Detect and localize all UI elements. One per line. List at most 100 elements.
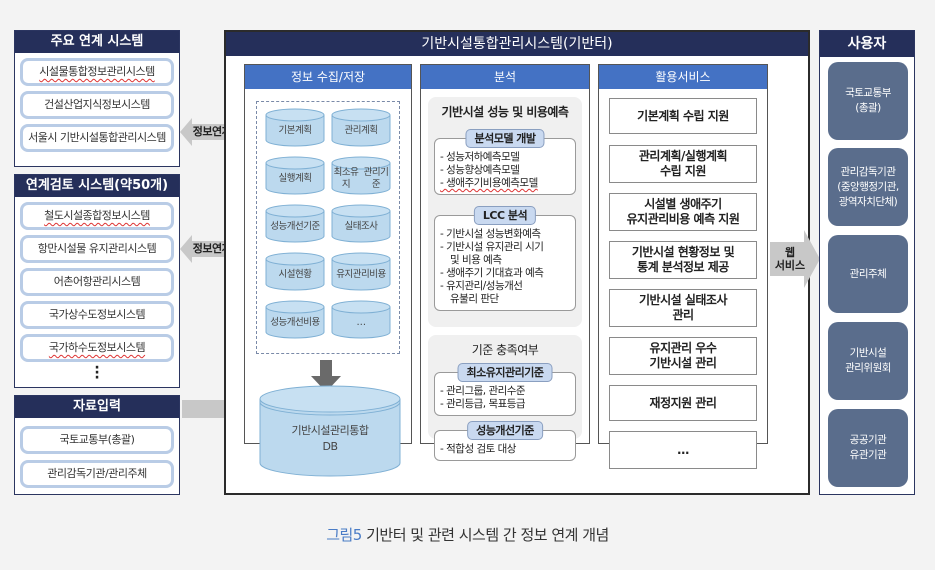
- service-item: 기본계획 수립 지원: [609, 98, 757, 134]
- review-system-item: 어촌어항관리시스템: [20, 268, 174, 296]
- data-store-label-line: 시설현황: [278, 269, 312, 280]
- main-linked-systems-title: 주요 연계 시스템: [15, 31, 179, 53]
- review-system-label: 어촌어항관리시스템: [53, 275, 141, 288]
- cylinder-icon: [331, 108, 391, 147]
- data-input-item: 국토교통부(총괄): [20, 426, 174, 454]
- data-store-cylinder: 실행계획: [265, 155, 325, 195]
- web-service-label-line: 서비스: [774, 259, 806, 272]
- service-item-label-line: 시설별 생애주기: [644, 197, 722, 211]
- caption-text: 기반터 및 관련 시스템 간 정보 연계 개념: [361, 526, 609, 544]
- user-card: 국토교통부(총괄): [828, 62, 908, 140]
- data-store-cylinder: …: [331, 299, 391, 339]
- bullet-line: - 유지관리/성능개선: [440, 280, 523, 292]
- cylinder-icon: [331, 156, 391, 195]
- data-store-label-line: 성능개선: [270, 317, 304, 328]
- user-card-label: 국토교통부(총괄): [845, 86, 891, 116]
- collect-store-title: 정보 수집/저장: [245, 65, 411, 89]
- info-link-label: 정보연계: [192, 125, 232, 138]
- data-store-label-line: 기본계획: [278, 125, 312, 136]
- min-maintenance-standard-box: 최소유지관리기준 - 관리그룹, 관리수준 - 관리등급, 목표등급: [434, 363, 576, 416]
- data-input-panel: 자료입력 국토교통부(총괄) 관리감독기관/관리주체: [14, 395, 180, 495]
- service-item-label: 재정지원 관리: [650, 396, 717, 411]
- service-item-label-line: 기반시설 실태조사: [639, 293, 728, 307]
- linked-system-item: 건설산업지식정보시스템: [20, 91, 174, 119]
- group-title: 기준 충족여부: [471, 343, 539, 357]
- data-store-label-line: 유지관리: [336, 269, 370, 280]
- down-arrow-icon: [311, 360, 341, 392]
- group-title: 기반시설 성능 및 비용예측: [441, 105, 569, 119]
- performance-improvement-standard-tag: 성능개선기준: [467, 421, 543, 440]
- performance-cost-prediction-group: 기반시설 성능 및 비용예측 분석모델 개발 - 성능저하예측모델 - 성능향상…: [428, 97, 582, 327]
- user-card-label-line: (중앙행정기관,: [837, 180, 899, 193]
- users-title: 사용자: [820, 31, 914, 57]
- service-item-label-line: 관리: [672, 308, 694, 322]
- bullet-line: - 생애주기비용예측모델: [440, 177, 538, 189]
- user-card-label-line: 관리감독기관: [840, 165, 896, 178]
- cylinder-icon: [331, 252, 391, 291]
- db-label-line: 기반시설관리통합: [291, 424, 369, 437]
- utilization-service-title: 활용서비스: [599, 65, 767, 89]
- service-item-label-line: 기반시설 관리: [649, 356, 717, 370]
- data-store-label-line: 비용: [369, 269, 386, 280]
- linked-system-label: 서울시 기반시설통합관리시스템: [28, 131, 166, 144]
- bullet-line: - 성능향상예측모델: [440, 164, 520, 176]
- bullet-line: 및 비용 예측: [450, 254, 502, 266]
- service-item-label-line: 기반시설 현황정보 및: [631, 245, 735, 259]
- user-card: 관리주체: [828, 235, 908, 313]
- performance-improvement-standard-box: 성능개선기준 - 적합성 검토 대상: [434, 421, 576, 461]
- bullet-line: - 기반시설 성능변화예측: [440, 228, 541, 240]
- data-input-label: 국토교통부(총괄): [59, 433, 135, 446]
- analysis-model-box: 분석모델 개발 - 성능저하예측모델 - 성능향상예측모델 - 생애주기비용예측…: [434, 129, 576, 195]
- service-item-label-line: …: [677, 442, 689, 457]
- bullet-line: - 성능저하예측모델: [440, 151, 520, 163]
- cylinder-icon: [265, 108, 325, 147]
- review-system-label: 철도시설종합정보시스템: [44, 209, 150, 222]
- data-store-label: …: [331, 308, 391, 338]
- service-item: 재정지원 관리: [609, 385, 757, 421]
- analysis-column: 분석 기반시설 성능 및 비용예측 분석모델 개발 - 성능저하예측모델 - 성…: [420, 64, 590, 461]
- linked-system-label: 건설산업지식정보시스템: [44, 98, 150, 111]
- data-store-group: [256, 101, 400, 354]
- data-store-cylinder: 실태조사: [331, 203, 391, 243]
- data-store-cylinder: 기본계획: [265, 107, 325, 147]
- service-item-label-line: 통계 분석정보 제공: [637, 260, 729, 274]
- data-store-label-line: 기준: [303, 221, 320, 232]
- data-store-label-line: …: [356, 317, 367, 328]
- review-system-label: 국가상수도정보시스템: [48, 308, 146, 321]
- data-store-label: 관리계획: [331, 116, 391, 146]
- data-store-label: 실태조사: [331, 212, 391, 242]
- linked-system-item: 시설물통합정보관리시스템: [20, 58, 174, 86]
- system-title: 기반시설통합관리시스템(기반터): [226, 32, 808, 56]
- review-system-label: 국가하수도정보시스템: [48, 341, 146, 354]
- linked-system-label: 시설물통합정보관리시스템: [39, 65, 155, 78]
- service-item-label-line: 재정지원 관리: [649, 395, 717, 410]
- min-maintenance-standard-tag: 최소유지관리기준: [457, 363, 553, 382]
- review-systems-panel: 연계검토 시스템(약50개) 철도시설종합정보시스템 항만시설물 유지관리시스템…: [14, 174, 180, 388]
- service-item-label-line: 유지관리 우수: [649, 341, 717, 355]
- data-input-label: 관리감독기관/관리주체: [47, 467, 147, 480]
- user-card-label-line: 광역자치단체): [838, 195, 898, 208]
- user-card-label-line: 관리주체: [849, 267, 887, 280]
- cylinder-icon: [265, 300, 325, 339]
- data-input-title: 자료입력: [15, 396, 179, 418]
- data-store-label-line: 실행계획: [278, 173, 312, 184]
- more-ellipsis-icon: ···: [94, 360, 100, 386]
- main-linked-systems-panel: 주요 연계 시스템 시설물통합정보관리시스템 건설산업지식정보시스템 서울시 기…: [14, 30, 180, 167]
